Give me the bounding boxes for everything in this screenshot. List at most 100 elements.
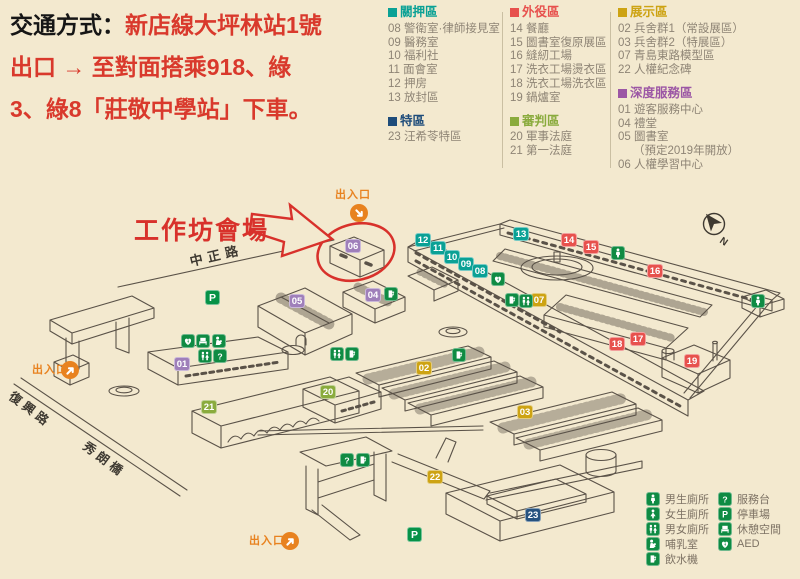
map-badge-22: 22 xyxy=(427,470,443,484)
toilet-mf-icon xyxy=(198,349,212,363)
facility-legend-row: 服務台 xyxy=(718,491,781,506)
legend-color-square xyxy=(388,116,397,126)
map-badge-14: 14 xyxy=(561,233,577,247)
service-icon xyxy=(340,453,354,467)
legend-section-title: 展示區 xyxy=(630,5,668,19)
facility-legend-row: 男生廁所 xyxy=(646,491,709,506)
legend-color-square xyxy=(618,89,627,99)
nursing-icon xyxy=(646,536,660,551)
legend-section: 特區 23 汪希苓特區 xyxy=(388,113,500,146)
water-icon xyxy=(384,287,398,301)
map-badge-07: 07 xyxy=(531,293,547,307)
entrance-label: 出入口 xyxy=(32,364,68,376)
transport-label: 交通方式： xyxy=(10,12,125,38)
facility-legend-label: 男生廁所 xyxy=(665,493,709,506)
workshop-arrow-icon xyxy=(248,202,335,258)
map-badge-11: 11 xyxy=(430,241,446,255)
legend-section-header: 特區 xyxy=(388,113,500,129)
toilet-mf-icon xyxy=(519,294,533,308)
transport-note: 交通方式：新店線大坪林站1號 出口 → 至對面搭乘918、綠 3、綠8「莊敬中學… xyxy=(10,4,390,130)
legend-item: 17 洗衣工場燙衣區 xyxy=(510,64,607,77)
entrance-label: 出入口 xyxy=(249,535,285,547)
legend-section-title: 外役區 xyxy=(522,5,560,19)
legend-section-header: 審判區 xyxy=(510,114,607,129)
map-badge-02: 02 xyxy=(416,361,432,375)
legend-section-header: 關押區 xyxy=(388,5,500,20)
facility-legend-label: 哺乳室 xyxy=(665,538,698,551)
legend-item: 16 縫紉工場 xyxy=(510,50,572,63)
legend-divider xyxy=(610,12,611,168)
legend-item: 11 面會室 xyxy=(388,64,438,77)
legend-item: 02 兵舍群1（常設展區） xyxy=(618,22,744,35)
compass-icon: N xyxy=(702,212,730,249)
facility-legend-row: 飲水機 xyxy=(646,551,709,566)
facility-legend-row: 停車場 xyxy=(718,506,781,521)
transport-text-1: 新店線大坪林站1號 xyxy=(125,12,322,38)
entrance-arrow-icon xyxy=(61,361,79,379)
legend-color-square xyxy=(510,8,519,18)
legend-section-title: 特區 xyxy=(400,113,426,128)
rest-icon xyxy=(718,521,732,536)
map-badge-13: 13 xyxy=(513,227,529,241)
map-badge-19: 19 xyxy=(684,354,700,368)
legend-color-square xyxy=(510,116,519,126)
map-badge-21: 21 xyxy=(201,400,217,414)
legend-item: 14 餐廳 xyxy=(510,22,549,35)
nursing-icon xyxy=(212,334,226,348)
map-badge-P: P xyxy=(205,290,220,305)
legend-item: 21 第一法庭 xyxy=(510,145,572,158)
map-badge-04: 04 xyxy=(365,288,381,302)
legend-item: 03 兵舍群2（特展區） xyxy=(618,36,733,49)
entrance-label: 出入口 xyxy=(335,189,371,201)
xiulang-bridge-road xyxy=(13,377,188,497)
map-badge-23: 23 xyxy=(525,508,541,522)
map-badge-05: 05 xyxy=(289,294,305,308)
toilet-mf-icon xyxy=(646,521,660,536)
entrance-arrow-icon xyxy=(350,204,368,222)
legend-item: 12 押房 xyxy=(388,77,427,90)
legend-item: 05 圖書室 xyxy=(618,131,669,144)
legend-item: 07 青島東路模型區 xyxy=(618,50,715,63)
legend-item: 22 人權紀念碑 xyxy=(618,64,692,77)
facility-legend-row: 男女廁所 xyxy=(646,521,709,536)
facility-legend-label: 服務台 xyxy=(737,493,770,506)
legend-item: 04 禮堂 xyxy=(618,117,657,130)
legend-section-header: 深度服務區 xyxy=(618,86,744,101)
workshop-annotation xyxy=(248,202,396,283)
aed-icon xyxy=(181,334,195,348)
facility-legend-column: 男生廁所女生廁所男女廁所哺乳室飲水機 xyxy=(646,491,709,566)
road-label-fuxing: 復興路 xyxy=(5,388,54,430)
legend-item: 08 警衛室·律師接見室 xyxy=(388,22,500,35)
entrance-arrow-icon xyxy=(281,532,299,550)
legend-item: 01 遊客服務中心 xyxy=(618,103,703,116)
water-icon xyxy=(356,453,370,467)
map-badge-16: 16 xyxy=(647,264,663,278)
service-icon xyxy=(213,349,227,363)
facility-legend-row: 哺乳室 xyxy=(646,536,709,551)
legend-item: 10 福利社 xyxy=(388,50,439,63)
map-badge-20: 20 xyxy=(320,385,336,399)
service-icon xyxy=(718,491,732,506)
workshop-circle xyxy=(316,221,396,283)
legend-item: 09 醫務室 xyxy=(388,36,439,49)
aed-icon xyxy=(718,536,732,551)
map-badge-06: 06 xyxy=(345,239,361,253)
legend-item: （預定2019年開放） xyxy=(633,145,740,158)
map-badge-12: 12 xyxy=(415,233,431,247)
legend-item: 18 洗衣工場洗衣區 xyxy=(510,77,607,90)
toilet-mf-icon xyxy=(330,347,344,361)
facility-legend-row: 休憩空間 xyxy=(718,521,781,536)
legend-color-square xyxy=(618,8,627,18)
workshop-venue-label: 工作坊會場 xyxy=(134,217,270,245)
facility-legend-label: 停車場 xyxy=(737,508,770,521)
legend-item: 23 汪希苓特區 xyxy=(388,131,462,144)
legend-item: 06 人權學習中心 xyxy=(618,158,703,171)
map-badge-08: 08 xyxy=(472,264,488,278)
transport-line-3: 3、綠8「莊敬中學站」下車。 xyxy=(10,96,312,122)
